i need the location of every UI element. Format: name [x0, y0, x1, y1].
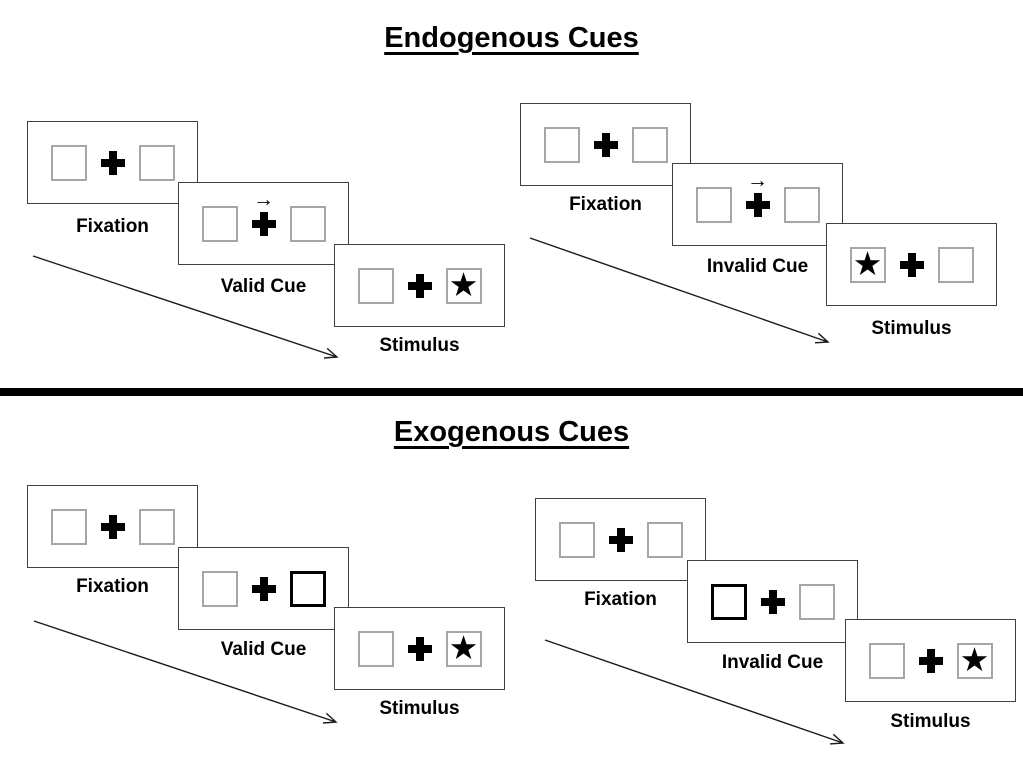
- section-divider: [0, 388, 1023, 396]
- right-box: [138, 508, 175, 545]
- section-title-exogenous: Exogenous Cues: [393, 416, 630, 448]
- fixation-plus-icon: [593, 132, 618, 157]
- left-box-with-star: ★: [849, 244, 886, 283]
- card-stimulus: ★: [845, 619, 1016, 702]
- right-box-with-star: ★: [445, 265, 482, 304]
- star-icon: ★: [448, 628, 479, 666]
- star-icon: ★: [448, 265, 479, 303]
- card-label-invalid-cue: Invalid Cue: [721, 652, 824, 673]
- right-box: [631, 126, 668, 163]
- card-stimulus: ★: [826, 223, 997, 306]
- fixation-plus-icon: →: [251, 189, 276, 236]
- right-box: [289, 205, 326, 242]
- right-cue-arrow-icon: →: [747, 168, 768, 192]
- card-label-valid-cue: Valid Cue: [220, 276, 307, 297]
- left-box: [543, 126, 580, 163]
- fixation-plus-icon: [407, 273, 432, 298]
- card-fixation: [520, 103, 691, 186]
- timeline-arrow: [544, 639, 845, 745]
- timeline-arrow: [32, 255, 339, 359]
- right-box: [937, 246, 974, 283]
- right-box: [646, 521, 683, 558]
- timeline-arrow: [33, 620, 338, 724]
- left-box: [201, 205, 238, 242]
- left-box: [201, 570, 238, 607]
- card-label-stimulus: Stimulus: [890, 711, 971, 732]
- left-box: [50, 144, 87, 181]
- card-label-fixation: Fixation: [584, 589, 657, 610]
- card-stimulus: ★: [334, 244, 505, 327]
- card-invalid-cue: →: [672, 163, 843, 246]
- card-label-fixation: Fixation: [76, 576, 149, 597]
- fixation-plus-icon: [100, 150, 125, 175]
- star-icon: ★: [959, 640, 990, 678]
- card-invalid-cue: [687, 560, 858, 643]
- left-box: [357, 267, 394, 304]
- right-box-with-star: ★: [445, 628, 482, 667]
- card-fixation: [27, 121, 198, 204]
- fixation-plus-icon: →: [745, 170, 770, 217]
- card-label-stimulus: Stimulus: [871, 318, 952, 339]
- right-cue-arrow-icon: →: [253, 187, 274, 211]
- right-box: [783, 186, 820, 223]
- fixation-plus-icon: [918, 648, 943, 673]
- card-label-valid-cue: Valid Cue: [220, 639, 307, 660]
- left-box: [558, 521, 595, 558]
- card-stimulus: ★: [334, 607, 505, 690]
- card-fixation: [27, 485, 198, 568]
- left-box: [868, 642, 905, 679]
- left-box-highlighted: [710, 583, 747, 620]
- right-box: [138, 144, 175, 181]
- card-label-invalid-cue: Invalid Cue: [706, 256, 809, 277]
- card-label-stimulus: Stimulus: [379, 335, 460, 356]
- left-box: [357, 630, 394, 667]
- card-label-stimulus: Stimulus: [379, 698, 460, 719]
- left-box: [50, 508, 87, 545]
- fixation-plus-icon: [760, 589, 785, 614]
- fixation-plus-icon: [407, 636, 432, 661]
- card-fixation: [535, 498, 706, 581]
- right-box-highlighted: [289, 570, 326, 607]
- card-valid-cue: →: [178, 182, 349, 265]
- right-box-with-star: ★: [956, 640, 993, 679]
- fixation-plus-icon: [251, 576, 276, 601]
- star-icon: ★: [852, 244, 883, 282]
- left-box: [695, 186, 732, 223]
- fixation-plus-icon: [608, 527, 633, 552]
- card-label-fixation: Fixation: [76, 216, 149, 237]
- timeline-arrow: [529, 237, 830, 344]
- fixation-plus-icon: [899, 252, 924, 277]
- section-title-endogenous: Endogenous Cues: [384, 22, 639, 54]
- fixation-plus-icon: [100, 514, 125, 539]
- right-box: [798, 583, 835, 620]
- card-label-fixation: Fixation: [569, 194, 642, 215]
- card-valid-cue: [178, 547, 349, 630]
